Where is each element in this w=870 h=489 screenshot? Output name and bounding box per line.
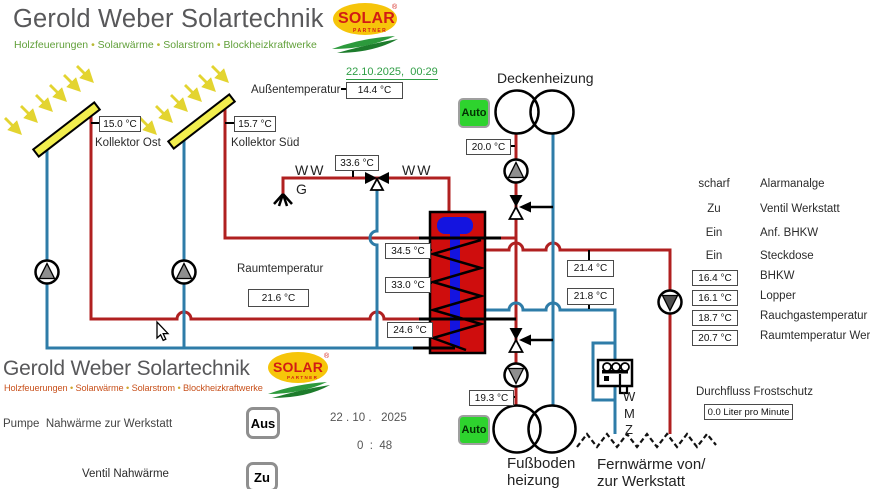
floor-supply-temp: 19.3 °C	[469, 390, 514, 406]
collector-ost-label: Kollektor Ost	[95, 137, 161, 149]
valve-ww-mixer	[365, 172, 389, 191]
pump-district-heat	[657, 289, 683, 315]
status-temp-label-1: Lopper	[760, 290, 796, 302]
status-temp-2: 18.7 °C	[692, 310, 738, 326]
sun-rays-sued	[139, 65, 229, 135]
status-label-3: Steckdose	[760, 250, 814, 262]
logo-title-bottom: Gerold Weber Solartechnik	[3, 357, 250, 380]
control-date: 22 . 10 . 2025	[330, 412, 407, 424]
pump-collector-sued	[171, 259, 197, 285]
floor-heating-label1: Fußboden	[507, 455, 576, 472]
collector-ost	[31, 101, 102, 158]
pump-ceiling-heating	[503, 158, 529, 184]
datetime: 22.10.2025, 00:29	[346, 66, 438, 80]
district-heat-label1: Fernwärme von/	[597, 456, 706, 473]
district-return-temp: 21.8 °C	[567, 288, 614, 305]
collector-ost-temp: 15.0 °C	[99, 116, 141, 132]
ww-label-left: WW	[295, 162, 326, 178]
tank-connections	[413, 236, 516, 350]
collector-sued	[166, 93, 237, 150]
tank-temp-top: 34.5 °C	[385, 243, 431, 259]
status-temp-1: 16.1 °C	[692, 290, 738, 306]
control-time: 0 : 48	[357, 440, 393, 452]
mouse-cursor	[156, 320, 170, 342]
solar-partner-badge-bottom: SOLAR ® PARTNER	[267, 351, 333, 399]
floor-heating-label2: heizung	[507, 472, 560, 489]
solar-partner-badge: SOLAR ® PARTNER	[331, 2, 401, 54]
sun-rays-ost	[4, 65, 94, 135]
cold-pipes	[45, 133, 617, 434]
ceiling-supply-temp: 20.0 °C	[466, 139, 511, 155]
collector-sued-temp: 15.7 °C	[234, 116, 276, 132]
pump-floor-heating	[503, 362, 529, 388]
district-heat-label2: zur Werkstatt	[597, 473, 686, 489]
status-temp-label-2: Rauchgastemperatur	[760, 310, 868, 322]
flow-label: Durchfluss Frostschutz	[696, 386, 813, 398]
valve-links	[524, 205, 553, 342]
cold-water-inlet-symbol	[273, 193, 293, 207]
status-label-1: Ventil Werkstatt	[760, 203, 840, 215]
ceiling-heating-symbol	[494, 89, 575, 135]
status-temp-3: 20.7 °C	[692, 330, 738, 346]
valve-floor-mixer	[507, 328, 531, 353]
status-temp-0: 16.4 °C	[692, 270, 738, 286]
storage-tank	[413, 210, 516, 355]
pump-district-label: Pumpe Nahwärme zur Werkstatt	[3, 418, 173, 430]
status-state-0: scharf	[698, 178, 730, 190]
collector-sued-label: Kollektor Süd	[231, 137, 300, 149]
status-label-2: Anf. BHKW	[760, 227, 819, 239]
ww-label-right: WW	[402, 162, 433, 178]
flow-value: 0.0 Liter pro Minute	[704, 404, 793, 420]
status-state-2: Ein	[705, 227, 723, 239]
wmz-letter-z: Z	[625, 422, 633, 437]
ceiling-auto-button[interactable]: Auto	[458, 98, 490, 128]
swoosh-icon-bottom	[268, 382, 330, 398]
logo-subtitle-bottom: Holzfeuerungen • Solarwärme • Solarstrom…	[4, 383, 263, 393]
pump-district-button[interactable]: Aus	[246, 407, 280, 439]
status-label-0: Alarmanalge	[760, 178, 825, 190]
heat-meter-wmz	[596, 358, 634, 395]
status-state-3: Ein	[705, 250, 723, 262]
pump-collector-ost	[34, 259, 60, 285]
tank-temp-middle: 33.0 °C	[385, 277, 431, 293]
wmz-letter-w: W	[623, 389, 636, 404]
ww-temp: 33.6 °C	[335, 155, 379, 171]
status-temp-label-0: BHKW	[760, 270, 795, 282]
floor-auto-button[interactable]: Auto	[458, 415, 490, 445]
outdoor-temp-value: 14.4 °C	[346, 82, 403, 99]
status-temp-label-3: Raumtemperatur Werkstatt	[760, 330, 870, 342]
ceiling-heating-label: Deckenheizung	[497, 70, 594, 86]
tank-temp-bottom: 24.6 °C	[387, 322, 433, 338]
logo-title: Gerold Weber Solartechnik	[13, 5, 324, 33]
room-temp-label: Raumtemperatur	[237, 263, 324, 275]
district-boundary-zigzag	[576, 432, 717, 449]
status-state-1: Zu	[707, 203, 721, 215]
valve-district-button[interactable]: Zu	[246, 462, 278, 489]
wmz-letter-m: M	[624, 406, 635, 421]
valve-district-label: Ventil Nahwärme	[82, 468, 169, 480]
tank-sensor-cap	[437, 217, 473, 234]
valve-ceiling-mixer	[507, 195, 531, 220]
room-temp-value: 21.6 °C	[248, 289, 309, 307]
logo-subtitle: Holzfeuerungen • Solarwärme • Solarstrom…	[14, 39, 317, 51]
floor-heating-symbol	[492, 404, 577, 454]
district-supply-temp: 21.4 °C	[567, 260, 614, 277]
gas-label: G	[296, 181, 307, 197]
swoosh-icon	[332, 36, 398, 53]
outdoor-temp-label: Außentemperatur	[251, 84, 341, 96]
tank-coil	[428, 238, 486, 352]
